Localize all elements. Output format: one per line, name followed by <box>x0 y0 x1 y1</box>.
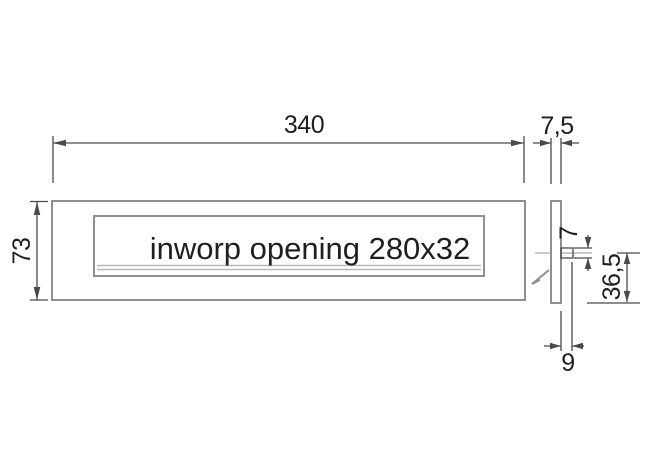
dimension-width-label: 340 <box>284 111 324 139</box>
dimension-offset: 36,5 <box>587 252 640 304</box>
spring-clip <box>531 269 550 285</box>
arrow-top <box>584 237 592 248</box>
arrow-bottom <box>584 258 592 269</box>
plate-side-outline <box>550 200 562 304</box>
front-view: inworp opening 280x32 <box>51 200 526 301</box>
faceplate-outline <box>51 200 526 301</box>
dimension-thickness-label: 7,5 <box>540 112 573 140</box>
arrow-right <box>511 139 524 147</box>
arrow-bottom <box>33 287 41 300</box>
dimension-pin-label: 7 <box>555 226 583 239</box>
dimension-offset-label: 36,5 <box>598 254 626 301</box>
dimension-height-label: 73 <box>8 238 36 265</box>
arrow-left <box>53 139 66 147</box>
arrow-bottom <box>623 291 631 302</box>
arrow-right <box>561 139 572 147</box>
dimension-pin: 7 <box>555 226 592 271</box>
dimension-thickness: 7,5 <box>533 112 579 184</box>
dimension-depth: 9 <box>544 262 584 377</box>
opening-label: inworp opening 280x32 <box>150 231 471 266</box>
side-view <box>531 200 592 304</box>
arrow-left <box>540 139 551 147</box>
dimension-depth-label: 9 <box>561 349 574 377</box>
arrow-right <box>572 342 583 350</box>
flap-outline <box>93 215 485 277</box>
arrow-top <box>623 253 631 264</box>
dimension-height: 73 <box>8 200 48 301</box>
pin-outline <box>560 247 574 259</box>
arrow-left <box>550 342 561 350</box>
arrow-top <box>33 202 41 215</box>
dimension-width: 340 <box>52 111 525 183</box>
